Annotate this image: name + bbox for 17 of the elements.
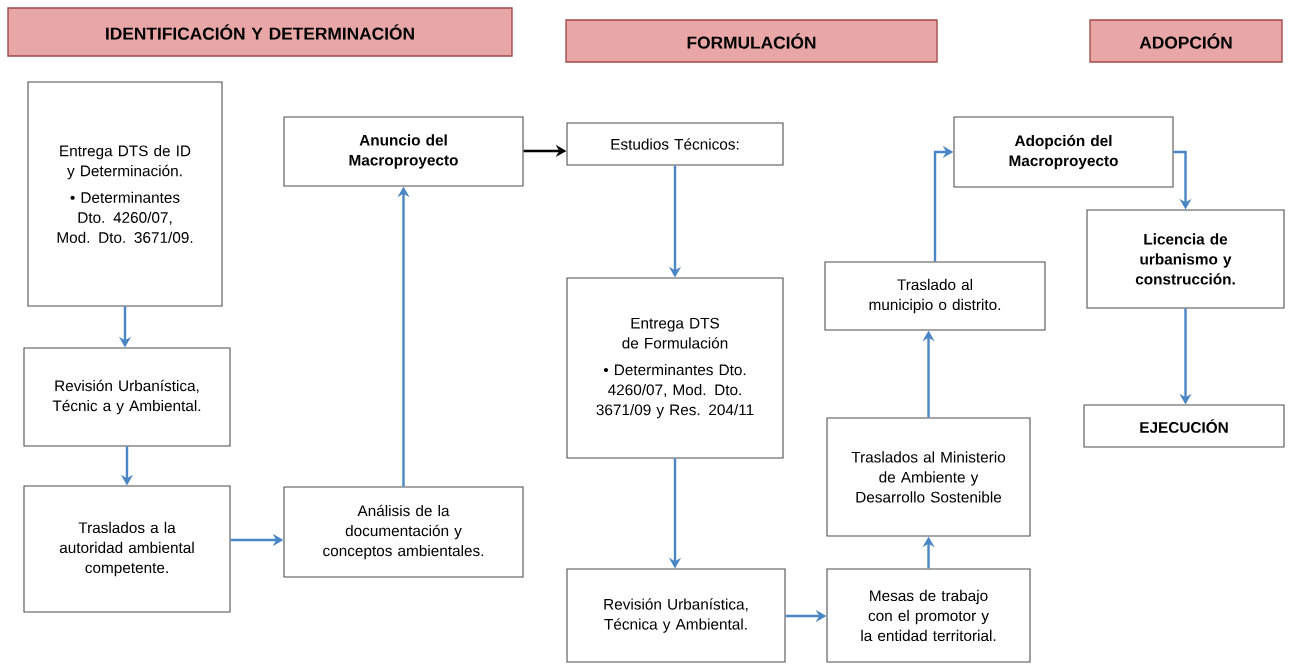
process-box: Mesas de trabajo con el promotor y la entidad territorial. xyxy=(826,568,1031,663)
process-box: Entrega DTS de Formulación • Determinantes Dto. 4260/07, Mod. Dto. 3671/09 y Res. 204/11 xyxy=(566,277,784,459)
process-box: Traslados a la autoridad ambiental competente. xyxy=(23,485,231,613)
process-box: Análisis de la documentación y conceptos ambientales. xyxy=(283,486,524,578)
phase-banner: IDENTIFICACIÓN Y DETERMINACIÓN xyxy=(7,7,513,57)
process-box: Traslados al Ministerio de Ambiente y Desarrollo Sostenible xyxy=(826,417,1031,537)
process-box: Estudios Técnicos: xyxy=(566,122,784,166)
process-box: Revisión Urbanística, Técnica y Ambiental. xyxy=(566,568,786,663)
phase-banner: FORMULACIÓN xyxy=(565,19,938,63)
process-box: Revisión Urbanística, Técnic a y Ambiental. xyxy=(23,347,231,447)
process-box: EJECUCIÓN xyxy=(1083,404,1285,448)
process-box: Traslado al municipio o distrito. xyxy=(824,261,1046,331)
phase-banner: ADOPCIÓN xyxy=(1089,19,1283,63)
process-box: Anuncio del Macroproyecto xyxy=(283,116,524,187)
process-box: Entrega DTS de ID y Determinación. • Determinantes Dto. 4260/07, Mod. Dto. 3671/09. xyxy=(27,81,223,307)
process-box: Adopción del Macroproyecto xyxy=(953,116,1174,188)
process-box: Licencia de urbanismo y construcción. xyxy=(1086,209,1285,309)
